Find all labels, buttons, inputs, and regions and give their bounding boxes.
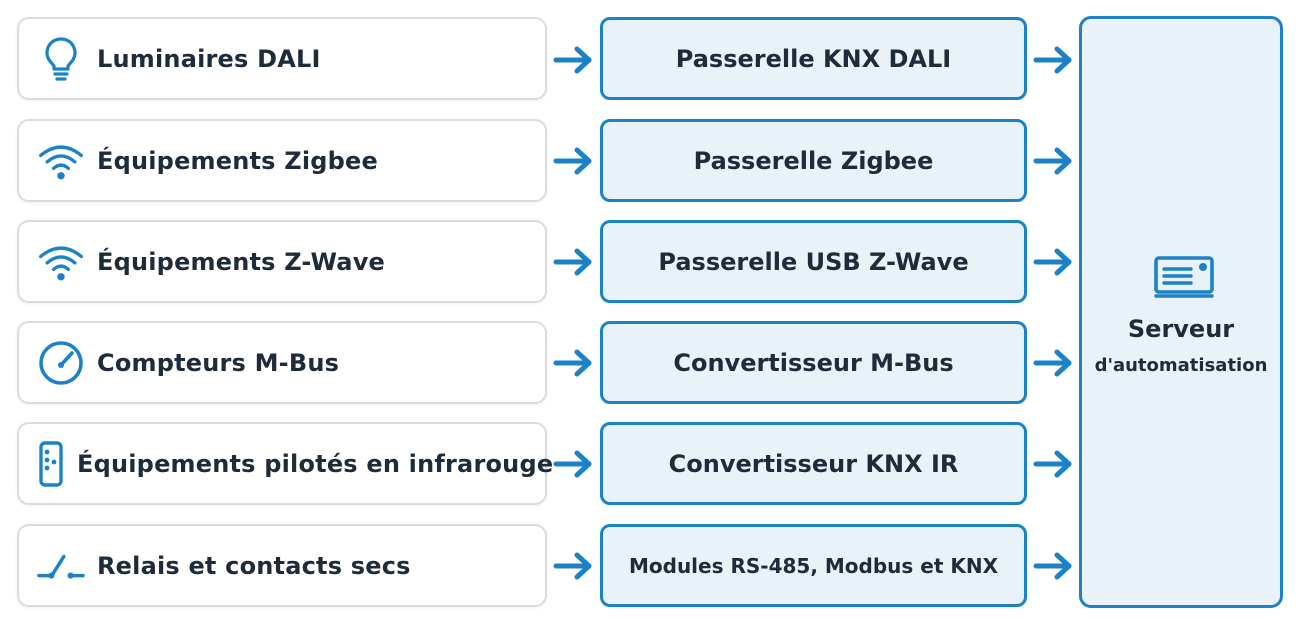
- device-label: Équipements Zigbee: [97, 146, 378, 175]
- gateway-box-zigbee: Passerelle Zigbee: [600, 119, 1027, 202]
- device-box-infrared: Équipements pilotés en infrarouge: [17, 422, 553, 505]
- gauge-icon: [37, 339, 85, 387]
- switch-contact-icon: [37, 542, 85, 590]
- arrow-right-icon: [553, 147, 592, 175]
- device-label: Relais et contacts secs: [97, 551, 411, 580]
- arrow-right-icon: [553, 46, 592, 74]
- arrow-right-icon: [553, 248, 592, 276]
- server-icon: [1154, 256, 1214, 298]
- gateway-label: Convertisseur KNX IR: [668, 449, 959, 478]
- gateway-label: Passerelle KNX DALI: [675, 44, 952, 73]
- arrow-right-icon: [1033, 552, 1072, 580]
- arrow-right-icon: [553, 450, 592, 478]
- gateway-box-rs485-modbus-knx: Modules RS-485, Modbus et KNX: [600, 524, 1027, 607]
- wifi-icon: [37, 238, 85, 286]
- device-box-luminaires-dali: Luminaires DALI: [17, 17, 547, 100]
- device-box-relays: Relais et contacts secs: [17, 524, 547, 607]
- arrow-right-icon: [1033, 46, 1072, 74]
- gateway-box-knx-dali: Passerelle KNX DALI: [600, 17, 1027, 100]
- arrow-right-icon: [1033, 349, 1072, 377]
- gateway-label: Passerelle Zigbee: [693, 146, 934, 175]
- arrow-right-icon: [1033, 248, 1072, 276]
- device-label: Équipements pilotés en infrarouge: [77, 449, 554, 478]
- automation-server-box: Serveur d'automatisation: [1079, 16, 1283, 608]
- gateway-box-knx-ir: Convertisseur KNX IR: [600, 422, 1027, 505]
- server-title: Serveur: [1127, 315, 1235, 343]
- gateway-label: Convertisseur M-Bus: [673, 348, 954, 377]
- gateway-label: Modules RS-485, Modbus et KNX: [628, 553, 999, 578]
- gateway-box-m-bus: Convertisseur M-Bus: [600, 321, 1027, 404]
- device-box-z-wave: Équipements Z-Wave: [17, 220, 547, 303]
- arrow-right-icon: [553, 552, 592, 580]
- device-box-m-bus: Compteurs M-Bus: [17, 321, 547, 404]
- device-label: Luminaires DALI: [97, 44, 321, 73]
- device-label: Compteurs M-Bus: [97, 348, 340, 377]
- device-label: Équipements Z-Wave: [97, 247, 386, 276]
- arrow-right-icon: [1033, 147, 1072, 175]
- arrow-right-icon: [1033, 450, 1072, 478]
- remote-control-icon: [37, 440, 65, 488]
- wifi-icon: [37, 137, 85, 185]
- arrow-right-icon: [553, 349, 592, 377]
- server-subtitle: d'automatisation: [1094, 355, 1268, 376]
- device-box-zigbee: Équipements Zigbee: [17, 119, 547, 202]
- lightbulb-icon: [37, 35, 85, 83]
- gateway-label: Passerelle USB Z-Wave: [658, 247, 969, 276]
- gateway-box-z-wave: Passerelle USB Z-Wave: [600, 220, 1027, 303]
